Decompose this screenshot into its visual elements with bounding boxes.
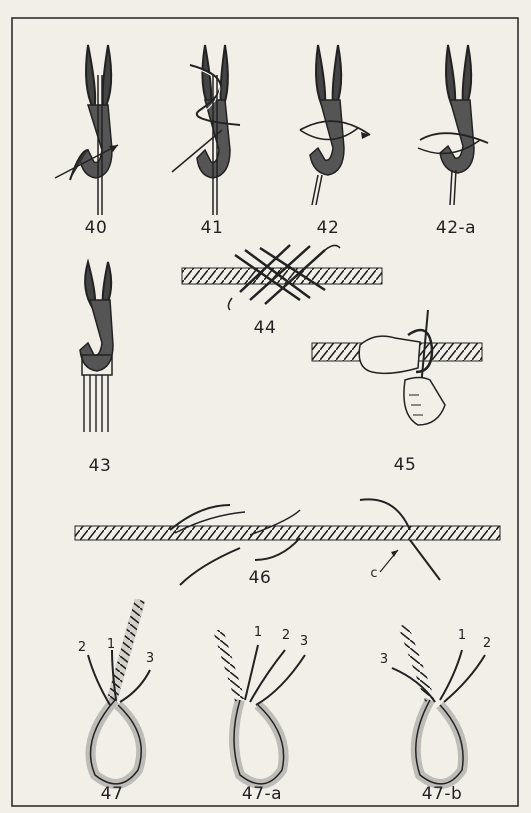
figure-42a-drawing	[418, 45, 488, 205]
figure-40-drawing	[55, 45, 118, 215]
figure-label-47a: 47-a	[242, 784, 282, 804]
figure-43-drawing	[80, 262, 113, 432]
figure-41-drawing	[172, 45, 240, 215]
callout-c: c	[370, 566, 377, 581]
figure-label-46: 46	[249, 568, 272, 588]
figure-47a-drawing	[218, 630, 305, 784]
figure-label-42: 42	[317, 218, 340, 238]
strand-47a-2: 2	[282, 628, 290, 643]
figure-42-drawing	[300, 45, 370, 205]
strand-47-1: 1	[107, 637, 115, 652]
strand-47-2: 2	[78, 640, 86, 655]
figure-46-drawing	[75, 499, 500, 585]
figure-label-40: 40	[85, 218, 108, 238]
strand-47b-3: 3	[380, 652, 388, 667]
figure-label-41: 41	[201, 218, 224, 238]
strand-47b-2: 2	[483, 636, 491, 651]
figure-47-drawing	[88, 600, 150, 784]
strand-47b-1: 1	[458, 628, 466, 643]
figure-47b-drawing	[392, 625, 485, 784]
strand-47-3: 3	[146, 651, 154, 666]
figure-label-45: 45	[394, 455, 417, 475]
figure-label-43: 43	[89, 456, 112, 476]
strand-47a-3: 3	[300, 634, 308, 649]
figure-label-42a: 42-a	[436, 218, 476, 238]
figure-label-47: 47	[101, 784, 124, 804]
figure-44-drawing	[182, 245, 382, 310]
figure-45-drawing	[312, 310, 482, 425]
strand-47a-1: 1	[254, 625, 262, 640]
figure-label-44: 44	[254, 318, 277, 338]
figure-label-47b: 47-b	[422, 784, 463, 804]
